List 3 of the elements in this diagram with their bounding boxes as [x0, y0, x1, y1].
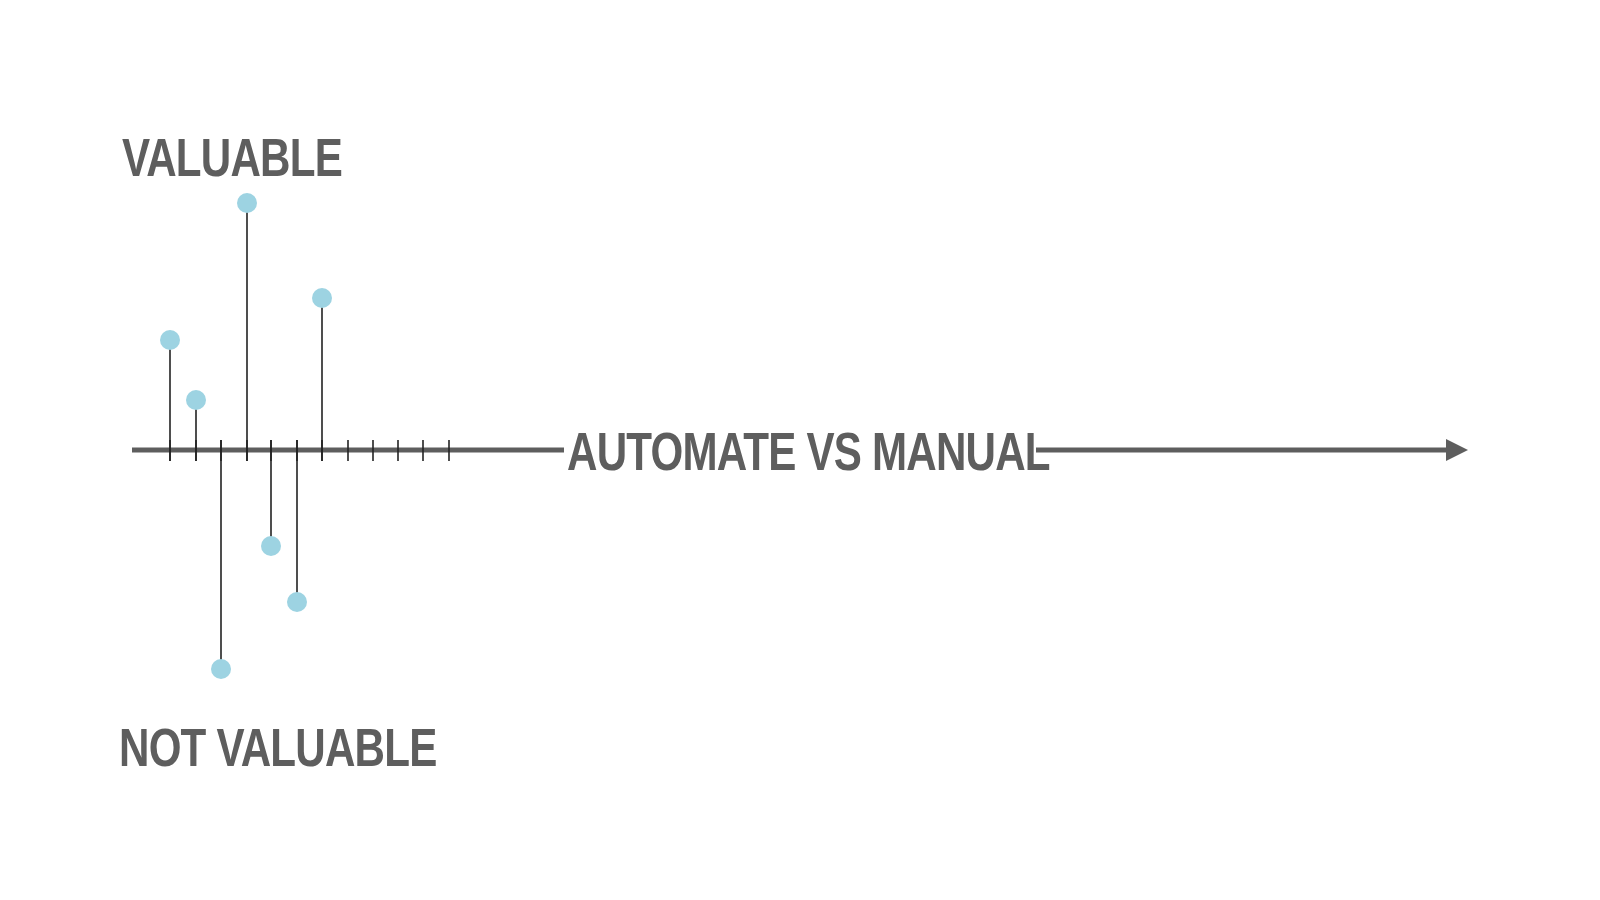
axis-label: AUTOMATE VS MANUAL: [567, 424, 1050, 478]
scale-label: VALUABLE: [122, 130, 342, 184]
scale-label: NOT VALUABLE: [119, 720, 437, 774]
